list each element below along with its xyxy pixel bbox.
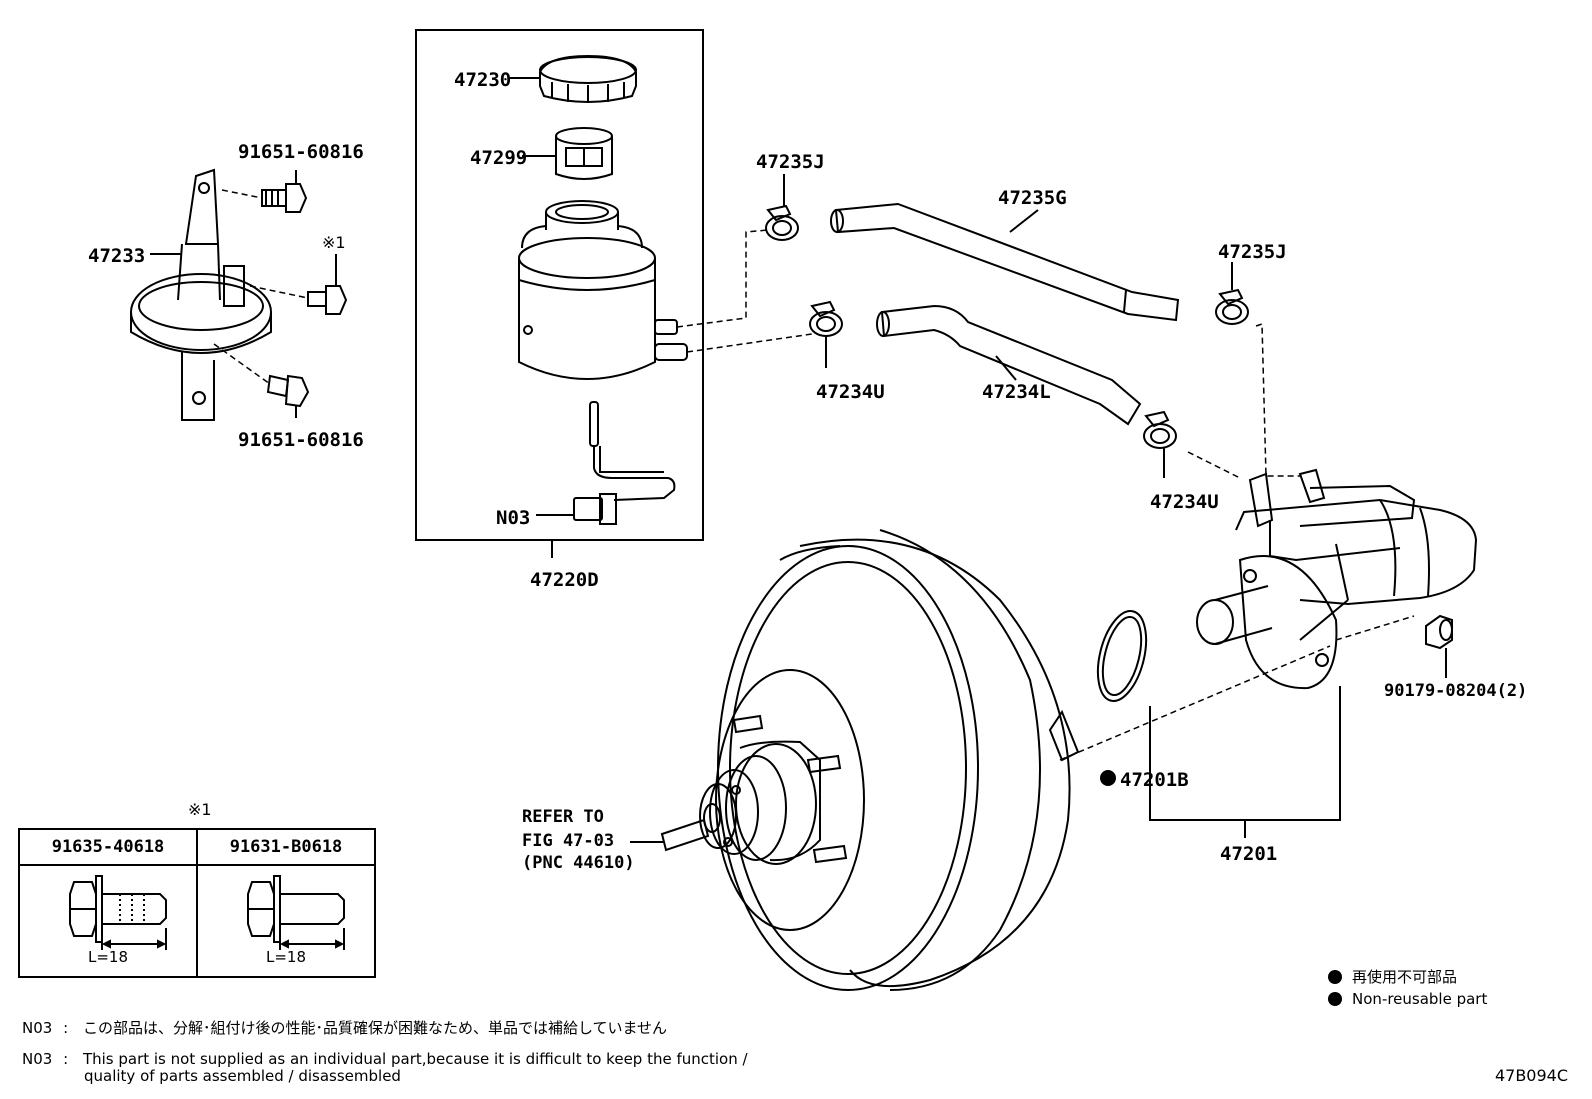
callout-90179: 90179-08204(2) (1384, 681, 1527, 701)
bolt-part-no-2: 91631-B0618 (196, 828, 376, 866)
note-jp-text: この部品は、分解･組付け後の性能･品質確保が困難なため、単品では補給していません (82, 1019, 668, 1037)
reservoir-bracket (130, 168, 272, 421)
hose-clip-47235J-left (765, 204, 799, 241)
dash-hose-lower (686, 333, 813, 353)
note-jp-code: N03 (22, 1019, 53, 1037)
note-en-code: N03 (22, 1050, 53, 1068)
legend-jp-text: 再使用不可部品 (1352, 968, 1458, 986)
callout-47233: 47233 (88, 245, 145, 267)
bracket-bolt-mid (307, 285, 348, 315)
legend-dot-icon (1328, 970, 1342, 984)
o-ring-47201B (1096, 610, 1148, 702)
dash-booster-axis (1059, 645, 1331, 761)
callout-91651-bottom: 91651-60816 (238, 429, 364, 451)
hose-clip-47234U-top (809, 300, 843, 337)
hose-clip-47234U-bottom (1143, 410, 1177, 449)
bolt-length-1: L=18 (87, 948, 128, 966)
leader-47234L (995, 355, 1017, 381)
dash-bolt-top (221, 189, 263, 199)
callout-47234L: 47234L (982, 381, 1051, 403)
bolt-cell-2: L=18 (196, 864, 376, 978)
note-jp-sep: : (63, 1019, 69, 1037)
note-jp: N03 : この部品は、分解･組付け後の性能･品質確保が困難なため、単品では補給… (22, 1017, 667, 1038)
reservoir-tank (518, 200, 688, 380)
legend-dot-icon (1328, 992, 1342, 1006)
callout-47234U-bottom: 47234U (1150, 491, 1219, 513)
callout-47235G: 47235G (998, 187, 1067, 209)
bolt-table-mark: ※1 (188, 800, 212, 819)
callout-47299: 47299 (470, 147, 527, 169)
refer-line-3: (PNC 44610) (522, 853, 635, 873)
callout-47201: 47201 (1220, 843, 1277, 865)
callout-47234U-top: 47234U (816, 381, 885, 403)
legend-en: Non-reusable part (1328, 990, 1487, 1008)
callout-n03: N03 (496, 507, 530, 529)
dash-nut (1335, 615, 1415, 641)
callout-47201B: 47201B (1120, 769, 1189, 791)
dash-cylinder-lower (1187, 451, 1241, 479)
nut-90179 (1425, 614, 1453, 650)
note-en-line2: quality of parts assembled / disassemble… (84, 1067, 401, 1085)
note-en: N03 : This part is not supplied as an in… (22, 1050, 748, 1068)
leader-47235G (1009, 209, 1039, 233)
bolt-length-2: L=18 (265, 948, 306, 966)
bracket-47201 (1149, 686, 1341, 821)
hose-clip-47235J-right (1215, 288, 1249, 325)
note-en-sep: : (63, 1050, 69, 1068)
hose-47235G (834, 202, 1180, 322)
brake-master-cylinder (1196, 468, 1478, 690)
bolt-drawing-1 (69, 875, 167, 950)
dash-hose-upper (676, 229, 769, 328)
note-en-line1: This part is not supplied as an individu… (82, 1050, 748, 1068)
reservoir-strainer (555, 127, 613, 180)
non-reusable-marker (1100, 770, 1116, 786)
reservoir-assembly-box (415, 29, 704, 541)
legend-jp: 再使用不可部品 (1328, 966, 1457, 987)
hose-47234L (880, 304, 1142, 426)
callout-mark1: ※1 (322, 233, 346, 252)
refer-line-1: REFER TO (522, 807, 604, 827)
dash-bolt-bottom (213, 343, 271, 385)
legend-en-text: Non-reusable part (1352, 990, 1488, 1008)
bolt-cell-1: L=18 (18, 864, 198, 978)
callout-47235J-right: 47235J (1218, 241, 1287, 263)
dash-cylinder-upper (1255, 322, 1300, 477)
refer-line-2: FIG 47-03 (522, 831, 614, 851)
level-sensor-wire (573, 401, 676, 525)
bolt-table: 91635-40618 91631-B0618 L= (18, 828, 376, 978)
drawing-code: 47B094C (1494, 1066, 1568, 1085)
bolt-part-no-1: 91635-40618 (18, 828, 198, 866)
callout-47220D: 47220D (530, 569, 599, 591)
bolt-drawing-2 (247, 875, 345, 950)
brake-booster (660, 529, 1080, 991)
callout-91651-top: 91651-60816 (238, 141, 364, 163)
callout-47235J-left: 47235J (756, 151, 825, 173)
reservoir-cap (539, 54, 637, 103)
callout-47230: 47230 (454, 69, 511, 91)
bracket-bolt-top (261, 183, 308, 213)
bracket-bolt-bottom (266, 374, 310, 408)
